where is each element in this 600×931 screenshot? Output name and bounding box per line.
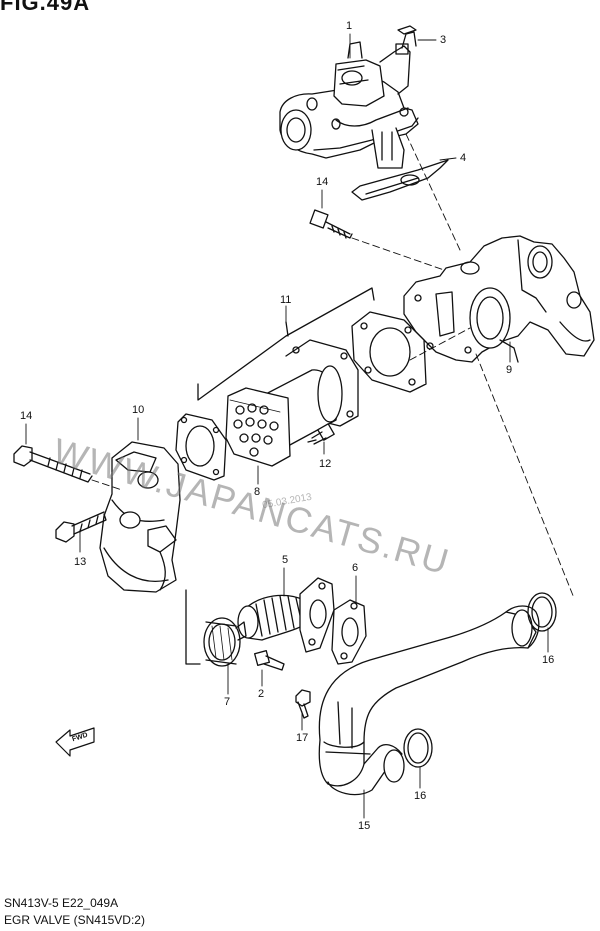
part-number: 8: [254, 486, 261, 498]
part-number: 4: [460, 152, 467, 164]
bolt-part-13: [55, 511, 107, 543]
egr-valve-part-1: [279, 41, 419, 169]
part-number: 11: [280, 294, 292, 306]
part-number: 15: [358, 820, 371, 832]
bracket-part-11: [197, 287, 375, 401]
fwd-arrow-icon: [55, 727, 95, 757]
flex-hose-part-5: [237, 594, 313, 641]
diagram-title: EGR VALVE (SN415VD:2): [4, 913, 145, 927]
bolt-part-12: [307, 423, 335, 445]
part-number: 17: [296, 732, 309, 744]
gasket-small: [175, 413, 227, 481]
part-number: 3: [440, 34, 447, 46]
part-number: 13: [74, 556, 87, 568]
part-number: 12: [319, 458, 332, 470]
part-number: 14: [20, 410, 33, 422]
part-number: 10: [132, 404, 145, 416]
part-number: 16: [542, 654, 555, 666]
flange-part-6: [299, 577, 367, 665]
bolt-part-2: [254, 650, 285, 671]
part-number: 14: [316, 176, 329, 188]
part-number: 6: [352, 562, 359, 574]
part-number: 2: [258, 688, 265, 700]
bolt-part-3: [397, 25, 417, 49]
o-ring-part-16-lower: [403, 728, 433, 768]
gasket-square: [351, 311, 427, 393]
part-number: 5: [282, 554, 289, 566]
bolt-part-17: [295, 689, 311, 719]
bolt-part-14-upper: [309, 209, 353, 239]
valve-housing-part-9: [403, 235, 595, 363]
part-number: 9: [506, 364, 513, 376]
leader-lines: [25, 33, 549, 819]
egr-cooler-part-8: [225, 339, 359, 467]
gasket-part-4: [351, 159, 449, 201]
part-number: 1: [346, 20, 353, 32]
figure-title: FIG.49A: [0, 0, 91, 15]
alignment-lines: [91, 133, 575, 599]
diagram-code: SN413V-5 E22_049A: [4, 896, 119, 910]
clamp-part-7: [203, 617, 247, 667]
elbow-pipe-part-10: [99, 441, 181, 593]
bolt-part-14-lower: [13, 445, 93, 483]
o-ring-part-16-upper: [527, 592, 557, 632]
part-number: 7: [224, 696, 231, 708]
part-number: 16: [414, 790, 427, 802]
egr-pipe-part-15: [318, 605, 540, 796]
